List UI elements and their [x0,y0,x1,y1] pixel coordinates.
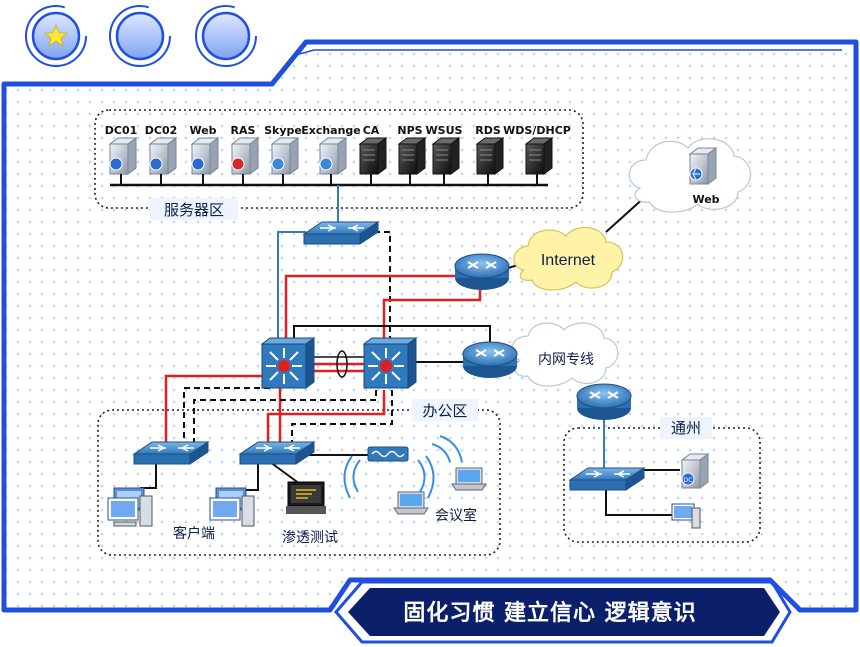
server-label: Exchange [301,124,361,137]
svg-text:DC: DC [684,477,693,484]
server-label: NPS [397,124,422,137]
office-zone [97,409,501,556]
links [110,183,680,516]
star-button[interactable] [25,5,87,67]
server-zone [94,109,584,209]
pentest-workstation-icon [286,481,326,514]
meeting-room-label: 会议室 [435,507,477,524]
internet-cloud: Internet [513,226,624,291]
server-rds: RDS [475,124,505,185]
internet-label: Internet [541,252,596,269]
server-label: RDS [475,124,501,137]
intranet-cloud: 内网专线 [511,322,619,387]
laptop-icon [393,491,429,515]
server-badge-icon [109,157,123,171]
server-exchange: Exchange [301,124,361,185]
banner [334,580,792,644]
server-ca: CA [358,124,388,185]
client-computers-icon [107,487,153,527]
server-label: DC02 [145,124,178,137]
web-server-icon [688,147,718,185]
core-switch-left [260,337,316,389]
server-badge-icon [149,157,163,171]
server-switch [302,221,380,245]
tongzhou-router [576,383,632,420]
server-label: WSUS [426,124,463,137]
server-badge-icon [319,157,333,171]
core-switch-right [362,337,418,389]
star-icon [43,23,69,47]
server-badge-icon [271,157,285,171]
circle-button-2[interactable] [109,5,171,67]
server-label: DC01 [105,124,138,137]
internet-router [454,253,510,290]
web-cloud-label: Web [692,193,719,206]
wireless-ap [367,446,409,462]
server-dc01: DC01 [105,124,138,185]
server-zone-label: 服务器区 [164,201,224,219]
server-label: CA [363,124,380,137]
pentest-computers-icon [209,487,255,527]
office-zone-label: 办公区 [422,402,467,420]
clients-label: 客户端 [173,525,215,542]
server-web: Web [189,124,220,185]
tongzhou-zone [563,427,761,543]
server-wds-dhcp: WDS/DHCP [503,124,571,185]
circle-button-3[interactable] [195,5,257,67]
intranet-router [462,341,518,378]
office-switch-right [238,441,316,465]
tongzhou-zone-label: 通州 [671,419,701,437]
tongzhou-dc-server-icon: DC [680,453,710,489]
server-label: Web [189,124,216,137]
tongzhou-switch [568,467,646,491]
web-cloud: Web [628,138,751,213]
server-wsus: WSUS [426,124,463,185]
server-label: RAS [231,124,256,137]
server-skype: Skype [264,124,302,185]
pentest-label: 渗透测试 [282,530,338,546]
server-label: WDS/DHCP [503,124,571,137]
wifi-waves-icon [343,435,463,499]
tongzhou-computer-icon [671,503,701,529]
office-switch-left [132,441,210,465]
server-dc02: DC02 [145,124,178,185]
server-badge-icon [191,157,205,171]
laptop-icon [451,467,487,491]
intranet-label: 内网专线 [538,352,594,368]
banner-text: 固化习惯 建立信心 逻辑意识 [403,601,697,626]
server-badge-icon [231,157,245,171]
server-label: Skype [264,124,302,137]
server-nps: NPS [397,124,427,185]
server-ras: RAS [230,124,260,185]
